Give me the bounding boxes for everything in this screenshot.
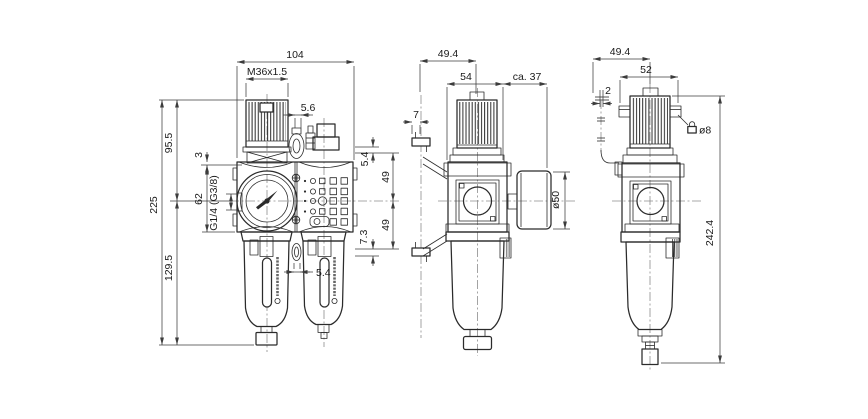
dim-port-offset-bottom: 7.3	[358, 230, 370, 245]
side-centerlines	[420, 88, 576, 356]
lubricator-fill-plug	[312, 123, 340, 151]
dim-lock-hole: ø8	[699, 125, 711, 137]
lock-tabs	[618, 105, 682, 118]
tslot-cover	[232, 167, 238, 181]
end-regulator-knob	[618, 87, 682, 164]
gauge-screw	[291, 215, 301, 225]
dim-clamp-offset: 5.6	[301, 102, 316, 114]
knob-knurling	[459, 102, 495, 144]
padlock-callout: ø8	[677, 114, 711, 137]
face-squares	[317, 177, 348, 226]
dim-gauge-diameter: ø50	[550, 191, 562, 209]
bowl-logo	[274, 297, 281, 304]
dim-overall-height: 225	[148, 196, 160, 214]
gauge-hub	[264, 198, 270, 204]
side-view: 49.4 54 ca. 37 7 ø50	[403, 48, 576, 356]
drain-knob	[462, 335, 493, 351]
body-clip	[614, 161, 623, 176]
front-body	[232, 161, 358, 233]
lubricator-face	[303, 177, 348, 227]
drain-valve-knurl	[641, 348, 659, 366]
dim-side-body-depth: 54	[460, 71, 472, 83]
dim-gauge-projection: ca. 37	[513, 71, 542, 83]
sight-glass-slot	[261, 257, 273, 308]
tslot-cover	[352, 167, 358, 181]
padlock-icon	[687, 121, 697, 134]
dim-bracket-width: 7	[413, 109, 419, 121]
sight-feed-dome	[309, 216, 330, 227]
label-port-thread: G1/4 (G3/8)	[208, 175, 220, 230]
filter-bowl	[240, 231, 293, 346]
knob-knurling	[632, 98, 668, 144]
dim-axis-spacing-top: 49	[380, 171, 392, 183]
dim-bowl-gap: 5.4	[316, 267, 331, 279]
sight-glass-slot	[319, 257, 330, 308]
drain-valve	[637, 329, 663, 366]
dim-side-depth-to-axis: 49.4	[438, 48, 459, 60]
end-body	[614, 161, 685, 233]
dim-front-overall-width: 104	[286, 49, 304, 61]
front-regulator-knob	[242, 99, 292, 164]
end-view: ø8	[591, 46, 725, 372]
lubricator-bowl	[300, 231, 347, 339]
dim-end-overall-height: 242.4	[704, 220, 716, 246]
tslot-cover	[352, 213, 358, 227]
front-dimensions: 104 M36x1.5 5.6 225 95.5 129.5 3	[148, 49, 399, 346]
drain-knob	[255, 331, 278, 346]
end-mounting-bracket	[595, 96, 619, 164]
side-gauge	[507, 170, 552, 230]
knob-bayonet-box	[246, 151, 288, 164]
dim-top-clearance: 3	[193, 152, 205, 158]
dim-height-above-axis: 95.5	[163, 133, 175, 154]
side-dimensions: 49.4 54 ca. 37 7 ø50	[403, 48, 570, 230]
tslot-cover	[232, 213, 238, 227]
end-bowl	[620, 231, 681, 366]
dim-plate-thickness: 2	[605, 85, 611, 97]
end-dimensions: 49.4 52 2 242.4	[591, 46, 725, 364]
gauge-needle	[266, 190, 278, 202]
pressure-gauge	[236, 170, 301, 232]
dim-axis-spacing-bottom: 49	[380, 219, 392, 231]
bowl-logo	[331, 297, 338, 304]
bowl-gap-feature	[291, 243, 302, 261]
knob-top-window	[259, 102, 274, 113]
dim-end-depth-to-axis: 49.4	[610, 46, 631, 58]
face-dots	[303, 179, 307, 213]
dim-body-height: 62	[193, 193, 205, 205]
face-holes	[309, 177, 316, 215]
side-mounting-bracket	[411, 132, 448, 262]
bowl-bayonet-knurl	[317, 236, 332, 257]
side-bowl	[445, 231, 512, 351]
gauge-screw	[291, 173, 301, 183]
side-regulator-knob	[449, 91, 505, 163]
bowl-bayonet-knurl	[259, 236, 274, 257]
gauge-stem	[507, 193, 518, 210]
dim-knob-thread: M36x1.5	[247, 66, 287, 78]
module-clamp	[288, 127, 305, 159]
dim-end-body-width: 52	[640, 64, 652, 76]
front-view: 104 M36x1.5 5.6 225 95.5 129.5 3	[148, 49, 400, 352]
dim-port-offset-top: 5.4	[359, 152, 371, 167]
dim-height-below-axis: 129.5	[163, 255, 175, 281]
